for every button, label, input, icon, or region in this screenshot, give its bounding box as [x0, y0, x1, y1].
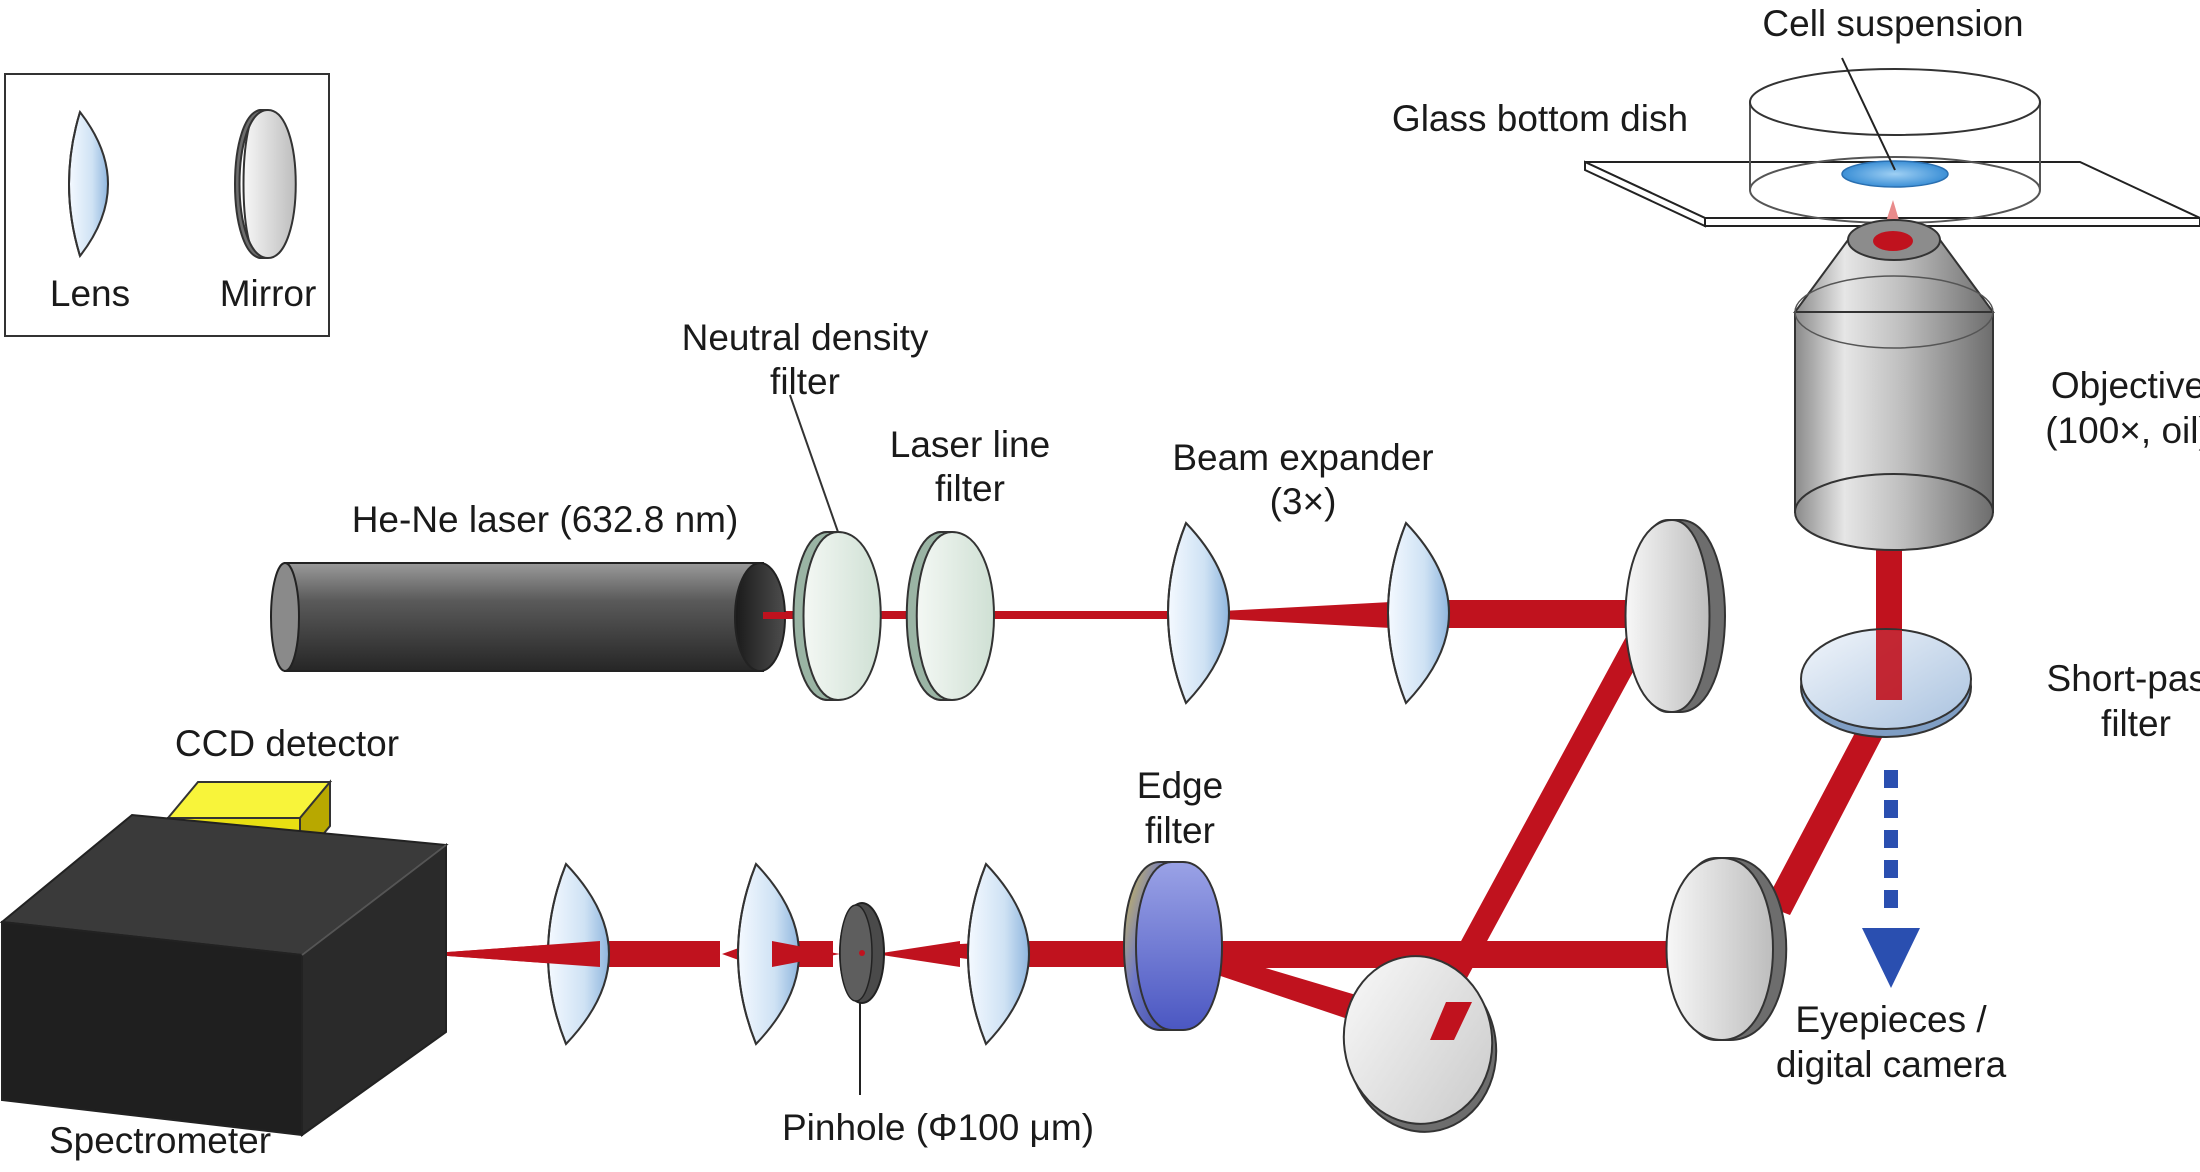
- mirror-1: [1624, 518, 1726, 714]
- cell-suspension-leader: [1841, 57, 1896, 171]
- objective-lens: [1793, 219, 1995, 551]
- laser-line-label-1: Laser line: [890, 424, 1050, 465]
- edge-filter-label-1: Edge: [1137, 765, 1223, 806]
- cell-suspension-label: Cell suspension: [1762, 3, 2023, 44]
- mirror-2: [1342, 955, 1498, 1133]
- glass-bottom-dish: [1749, 68, 2041, 224]
- nd-filter-label-1: Neutral density: [682, 317, 929, 358]
- ccd-label: CCD detector: [175, 723, 399, 764]
- detection-lens-2: [737, 862, 800, 1046]
- short-pass-label-2: filter: [2101, 703, 2171, 744]
- detection-lens-3: [967, 862, 1030, 1046]
- spectrometer: [0, 813, 449, 1137]
- laser-label: He-Ne laser (632.8 nm): [352, 499, 739, 540]
- short-pass-label-1: Short-pass: [2047, 658, 2200, 699]
- legend-mirror-label: Mirror: [220, 273, 317, 314]
- nd-filter-leader: [789, 394, 839, 533]
- glass-bottom-dish-label: Glass bottom dish: [1392, 98, 1688, 139]
- cell-suspension-drop: [1841, 160, 1949, 188]
- eyepieces-label-1: Eyepieces /: [1795, 999, 1987, 1040]
- eyepieces-label-2: digital camera: [1776, 1044, 2007, 1085]
- beam-expander-lens-1: [1167, 521, 1230, 705]
- eyepiece-arrow: [1862, 770, 1920, 988]
- beam-expander-label-1: Beam expander: [1172, 437, 1433, 478]
- neutral-density-filter: [792, 531, 882, 701]
- edge-filter-label-2: filter: [1145, 810, 1215, 851]
- objective-label-1: Objective: [2051, 365, 2200, 406]
- laser-beam-path: [420, 548, 1902, 1042]
- beam-expander-label-2: (3×): [1270, 481, 1337, 522]
- edge-filter: [1123, 861, 1223, 1031]
- objective-label-2: (100×, oil): [2045, 410, 2200, 451]
- he-ne-laser: [270, 562, 786, 672]
- legend-mirror-icon: [234, 109, 297, 259]
- laser-line-filter: [905, 531, 995, 701]
- beam-expander-lens-2: [1387, 521, 1450, 705]
- legend-box: Lens Mirror: [4, 73, 330, 337]
- legend-lens-icon: [68, 109, 109, 259]
- pinhole-label: Pinhole (Φ100 μm): [782, 1107, 1094, 1148]
- legend-lens-label: Lens: [50, 273, 130, 314]
- laser-line-label-2: filter: [935, 468, 1005, 509]
- mirror-3: [1665, 856, 1788, 1042]
- nd-filter-label-2: filter: [770, 361, 840, 402]
- spectrometer-label: Spectrometer: [49, 1120, 271, 1161]
- pinhole: [839, 902, 885, 1004]
